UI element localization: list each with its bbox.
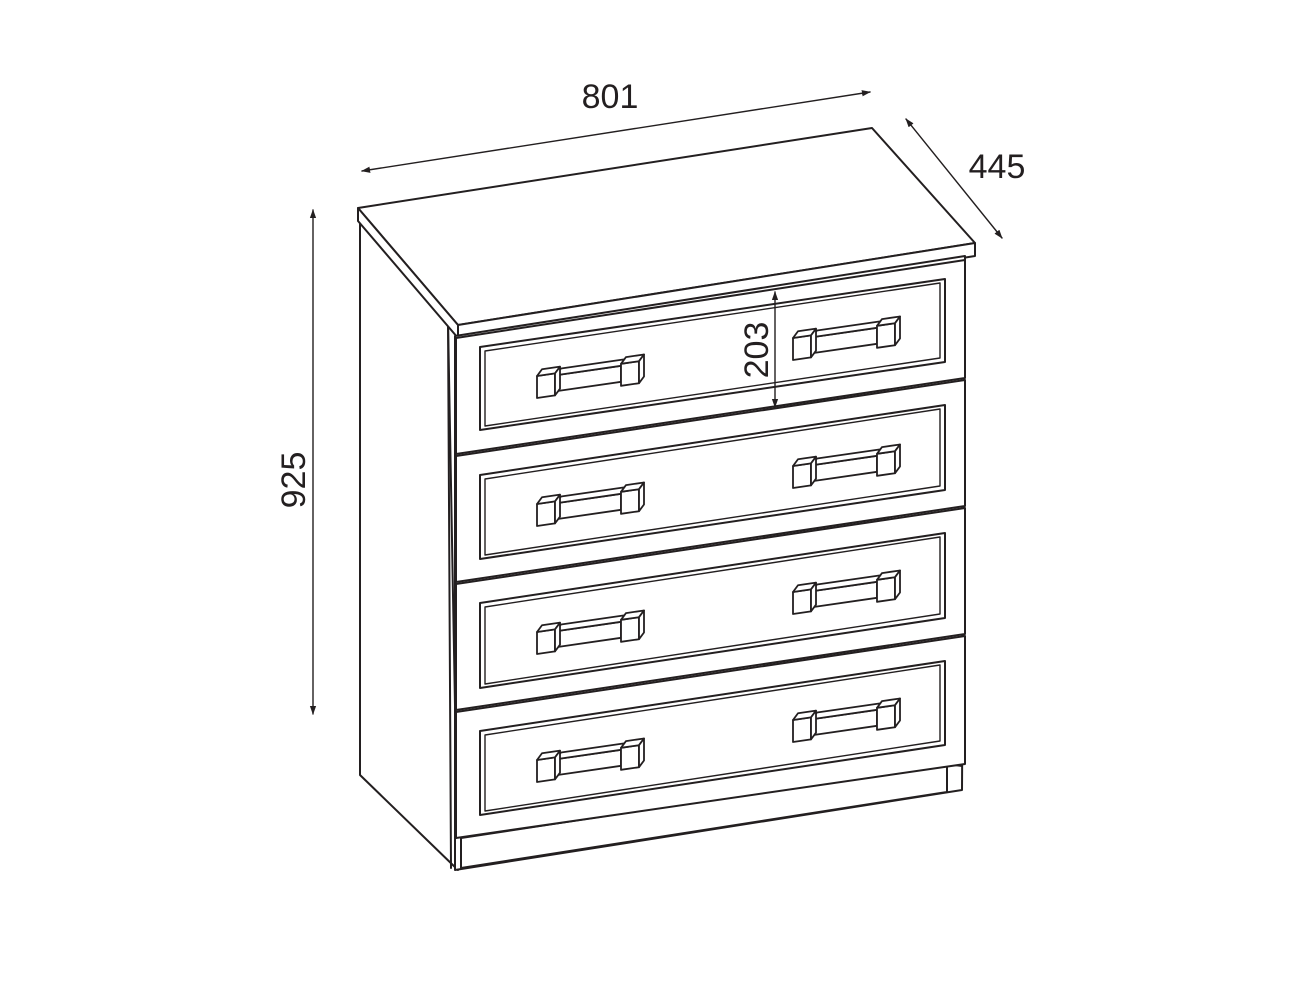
- handle-knob-right-side: [638, 353, 645, 385]
- handle-knob-left-side: [554, 621, 561, 653]
- handle-knob-right-side: [894, 569, 901, 601]
- drawer-1[interactable]: [455, 259, 966, 455]
- handle-knob-left: [792, 588, 812, 615]
- drawer-panel-4: [479, 660, 946, 816]
- handle-knob-left: [792, 334, 812, 361]
- drawer-handle[interactable]: [536, 609, 645, 655]
- handle-knob-right: [876, 576, 896, 603]
- drawer-handle[interactable]: [792, 569, 901, 615]
- dresser: [357, 127, 976, 871]
- handle-knob-right-side: [638, 609, 645, 641]
- handle-knob-left-side: [810, 327, 817, 359]
- drawer-4[interactable]: [455, 635, 966, 839]
- drawer-handle[interactable]: [792, 697, 901, 743]
- drawer-height-label: 203: [738, 322, 776, 379]
- depth-label: 445: [969, 148, 1026, 186]
- drawer-handle[interactable]: [536, 481, 645, 527]
- handle-knob-right: [620, 744, 640, 771]
- handle-knob-left: [536, 628, 556, 655]
- drawer-handle[interactable]: [792, 315, 901, 361]
- handle-knob-right: [876, 450, 896, 477]
- handles: [536, 315, 901, 783]
- handle-knob-left: [792, 462, 812, 489]
- handle-knob-right: [876, 704, 896, 731]
- width-dimension-line: [361, 90, 871, 173]
- width-label: 801: [582, 78, 639, 116]
- handle-knob-right-side: [894, 315, 901, 347]
- handle-knob-right: [620, 616, 640, 643]
- handle-knob-left: [536, 756, 556, 783]
- handle-knob-right-side: [638, 737, 645, 769]
- drawer-panel-inner-1: [484, 282, 941, 427]
- drawer-height-dimension: 203: [738, 291, 779, 408]
- drawer-3[interactable]: [455, 507, 966, 711]
- handle-knob-left-side: [810, 709, 817, 741]
- handle-knob-left-side: [554, 493, 561, 525]
- drawer-handle[interactable]: [792, 443, 901, 489]
- height-label: 925: [275, 452, 313, 509]
- drawer-panel-2: [479, 404, 946, 560]
- side-front-edge: [447, 319, 452, 869]
- drawer-handle[interactable]: [536, 737, 645, 783]
- drawer-panel-3: [479, 532, 946, 689]
- drawer-panel-inner-2: [484, 408, 941, 556]
- drawer-2[interactable]: [455, 379, 966, 583]
- handle-knob-left: [536, 500, 556, 527]
- handle-knob-left-side: [554, 365, 561, 397]
- drawer-handle[interactable]: [536, 353, 645, 399]
- handle-knob-right-side: [894, 443, 901, 475]
- handle-knob-right: [620, 488, 640, 515]
- dimension-lines: [309, 90, 1003, 715]
- handle-knob-left-side: [810, 455, 817, 487]
- depth-dimension-line: [905, 118, 1003, 239]
- handle-knob-left: [792, 716, 812, 743]
- handle-knob-left: [536, 372, 556, 399]
- handle-knob-left-side: [810, 581, 817, 613]
- handle-knob-right: [876, 322, 896, 349]
- handle-knob-left-side: [554, 749, 561, 781]
- handle-knob-right-side: [638, 481, 645, 513]
- drawer-panel-inner-4: [484, 664, 941, 812]
- handle-knob-right-side: [894, 697, 901, 729]
- drawer-panel-1: [479, 278, 946, 431]
- drawer-panel-inner-3: [484, 536, 941, 685]
- handle-knob-right: [620, 360, 640, 387]
